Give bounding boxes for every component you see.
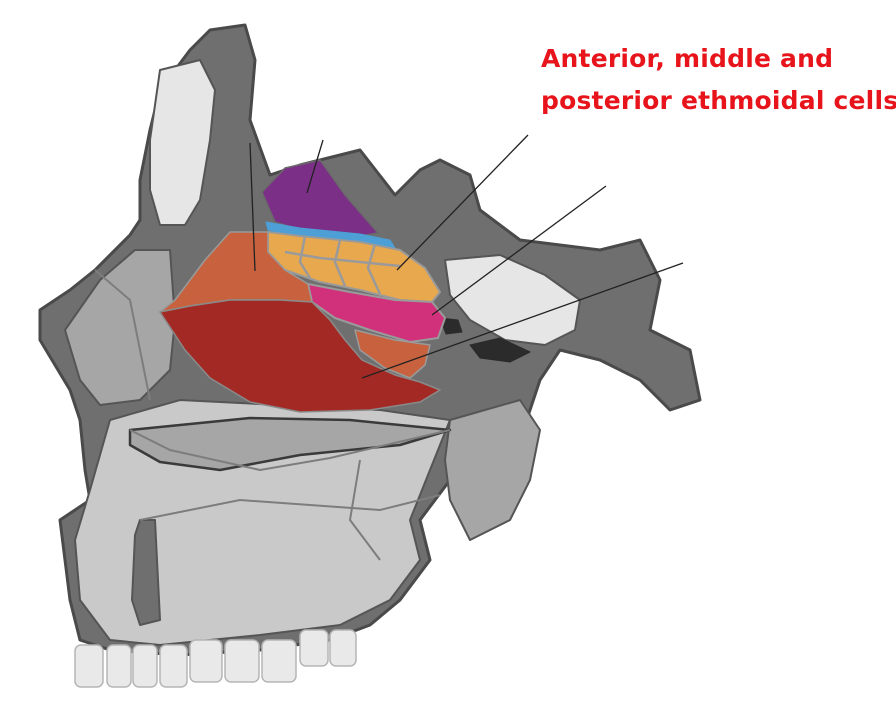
- leader-line: [431, 185, 607, 316]
- nasal-bone: [131, 519, 161, 626]
- tooth: [329, 629, 357, 667]
- ethmoid-cell-divider: [284, 250, 401, 268]
- bone-suture: [129, 429, 451, 472]
- tooth: [189, 639, 223, 683]
- sphenoid-shadow-small: [439, 317, 463, 335]
- diagram-title-line-1: Anterior, middle and: [541, 44, 834, 73]
- bone-suture: [94, 269, 151, 401]
- tooth: [299, 629, 329, 667]
- inferior-orbital-region: [354, 329, 431, 379]
- tooth: [159, 644, 188, 688]
- diagram-title-line-2: posterior ethmoidal cells: [541, 86, 896, 115]
- ethmoid-cell-divider: [298, 235, 312, 279]
- orbit-region: [149, 59, 216, 226]
- tooth: [224, 639, 260, 683]
- tooth: [261, 639, 297, 683]
- pterygoid-plate: [444, 399, 541, 541]
- tooth: [132, 644, 158, 688]
- leader-line: [361, 262, 684, 379]
- tooth: [74, 644, 104, 688]
- leader-line: [249, 142, 256, 272]
- sphenoid-shadow: [469, 337, 531, 363]
- palate-shelf: [128, 416, 452, 472]
- bone-suture: [348, 459, 381, 561]
- tooth: [106, 644, 132, 688]
- zygomatic-bone: [64, 249, 176, 406]
- sphenoid-region: [444, 254, 581, 346]
- posterior-ethmoid-cells: [307, 283, 446, 343]
- teeth-row: [74, 629, 357, 688]
- leader-line: [306, 139, 324, 194]
- maxillary-sinus: [159, 299, 441, 413]
- ethmoid-cell-divider: [366, 243, 382, 295]
- leader-line: [396, 134, 529, 271]
- bone-suture: [139, 494, 441, 521]
- ethmoid-cell-divider: [333, 239, 347, 287]
